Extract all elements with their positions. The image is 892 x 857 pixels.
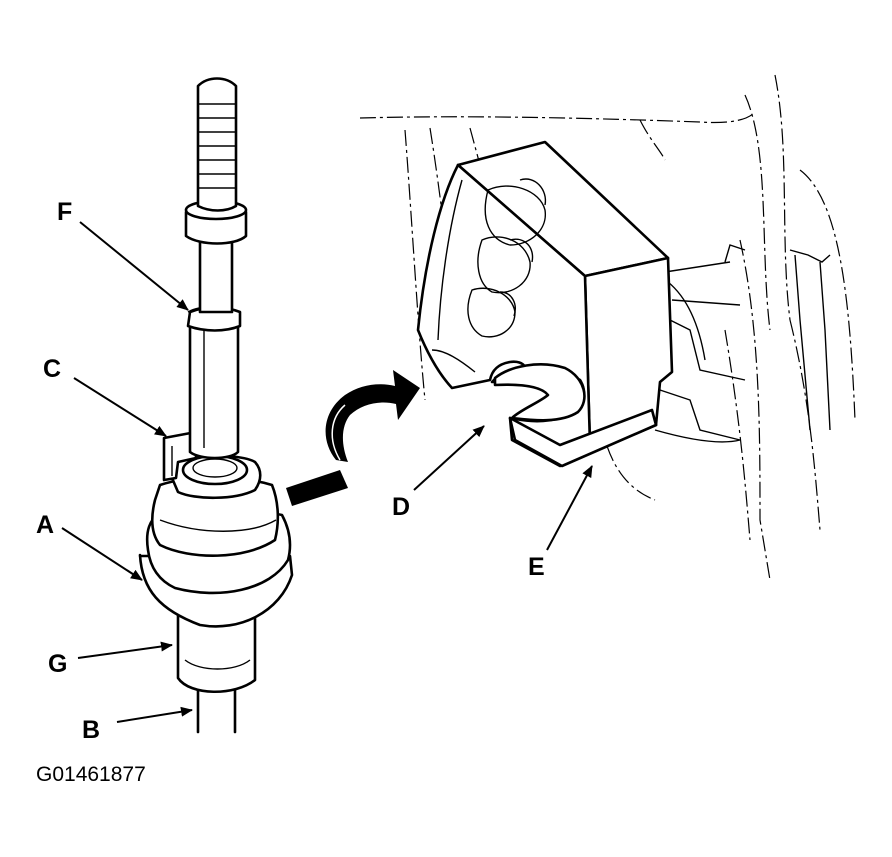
background-body-outline — [359, 74, 856, 581]
label-c: C — [43, 355, 61, 383]
leader-a — [61, 527, 143, 581]
label-a: A — [36, 511, 54, 539]
cable-assembly — [138, 77, 294, 734]
curved-arrow — [325, 370, 420, 462]
figure-id: G01461877 — [36, 763, 146, 786]
label-f: F — [57, 198, 72, 226]
leader-d — [413, 425, 485, 491]
leader-g — [77, 641, 173, 659]
label-g: G — [48, 650, 67, 678]
direction-arrow — [286, 470, 348, 506]
leader-e — [546, 465, 593, 551]
leader-c — [73, 377, 167, 437]
bracket — [416, 140, 674, 468]
leader-lines — [61, 221, 593, 723]
leader-f — [79, 221, 189, 311]
label-e: E — [528, 553, 545, 581]
label-d: D — [392, 493, 410, 521]
label-b: B — [82, 716, 100, 744]
leader-b — [116, 706, 193, 723]
